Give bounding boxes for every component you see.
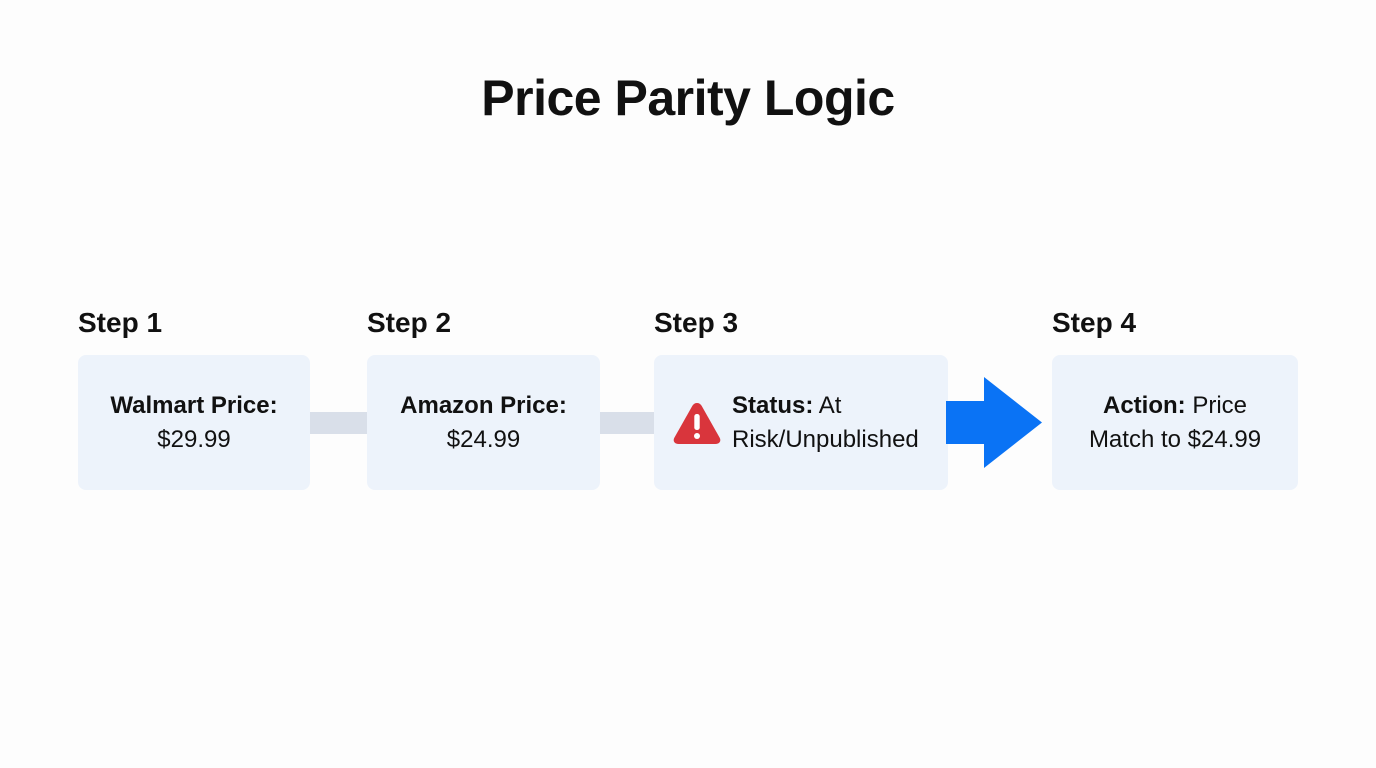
step-4-key: Action:: [1102, 391, 1186, 419]
step-1-key: Walmart Price:: [110, 391, 278, 419]
step-2-value: $24.99: [446, 425, 521, 453]
step-2-label: Step 2: [367, 307, 452, 338]
connector-2-3: [599, 412, 655, 434]
step-3-label: Step 3: [654, 307, 739, 338]
warning-triangle-icon: [673, 402, 721, 444]
step-1-card: Walmart Price: $29.99: [78, 355, 310, 490]
arrow-right-icon: [946, 377, 1042, 468]
step-2-card: Amazon Price: $24.99: [367, 355, 600, 490]
step-4-value-line-2: Match to $24.99: [1088, 425, 1262, 453]
step-3-value-line-1: At: [818, 391, 842, 419]
connector-1-2: [309, 412, 368, 434]
step-3-line-1: Status: At: [732, 389, 841, 423]
step-1-label: Step 1: [78, 307, 163, 338]
step-3-value-line-2: Risk/Unpublished: [732, 425, 919, 453]
step-1-value: $29.99: [157, 425, 231, 453]
step-4-value-line-1: Price: [1192, 391, 1247, 419]
step-2-key: Amazon Price:: [400, 391, 567, 419]
diagram-title: Price Parity Logic: [481, 70, 895, 126]
step-4-card: Action: Price Match to $24.99: [1052, 355, 1298, 490]
step-3-key: Status:: [732, 391, 814, 419]
step-4-label: Step 4: [1052, 307, 1137, 338]
step-3-card: Status: At Risk/Unpublished: [654, 355, 948, 490]
step-4-line-1: Action: Price: [1103, 389, 1247, 423]
